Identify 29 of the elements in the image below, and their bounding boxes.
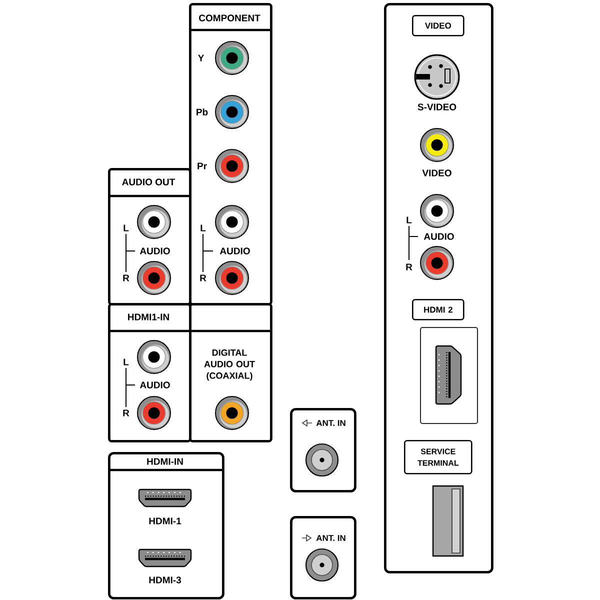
port-label: ANT. IN: [316, 420, 346, 426]
header-cell: HDMI-IN: [108, 458, 222, 472]
port-label: S-VIDEO: [418, 104, 456, 110]
jack-label: L: [406, 216, 412, 224]
jack-label: R: [406, 264, 412, 270]
jack-label: Pb: [196, 108, 208, 116]
header-cell: COMPONENT: [189, 14, 270, 32]
label-box: SERVICE TERMINAL: [404, 440, 472, 474]
jack-label: Y: [198, 54, 204, 62]
port-label: ANT. IN: [316, 535, 346, 541]
label-box: VIDEO: [412, 15, 464, 36]
label-box: HDMI 2: [412, 299, 464, 320]
jack-label: R: [123, 410, 130, 416]
jack-label: L: [124, 358, 129, 366]
jack-label: Pr: [198, 162, 207, 170]
header-cell: AUDIO OUT: [108, 178, 189, 198]
jack-label: AUDIO: [140, 248, 170, 254]
port-label: VIDEO: [422, 170, 452, 176]
jack-label: AUDIO: [220, 248, 250, 254]
port-label: HDMI-3: [149, 576, 182, 584]
jack-label: AUDIO: [140, 382, 170, 388]
port-label: DIGITAL AUDIO OUT (COAXIAL): [204, 349, 255, 381]
jack-label: L: [200, 224, 206, 232]
port-label: HDMI-1: [149, 518, 182, 524]
jack-label: R: [123, 274, 130, 282]
header-cell: HDMI1-IN: [108, 314, 189, 332]
jack-label: AUDIO: [424, 233, 454, 240]
jack-label: R: [200, 274, 206, 282]
jack-label: L: [124, 224, 129, 232]
